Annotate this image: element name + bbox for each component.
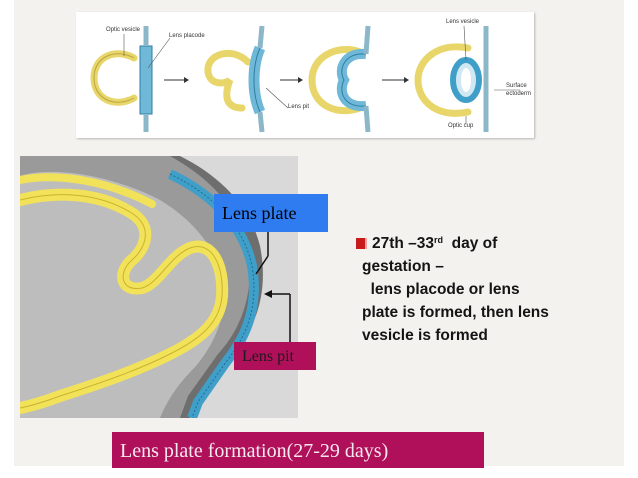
stage-lens-pit bbox=[308, 25, 371, 133]
stage-lens-placode bbox=[204, 25, 266, 133]
figure-caption: Lens plate formation(27-29 days) bbox=[112, 432, 484, 468]
slide-margin-left bbox=[0, 0, 14, 478]
label-lens-vesicle: Lens vesicle bbox=[446, 19, 480, 25]
label-optic-cup: Optic cup bbox=[448, 123, 474, 129]
bullet-line-1-text-end: day of bbox=[443, 235, 498, 252]
bullet-line-2: gestation – bbox=[362, 258, 444, 275]
bullet-line-1: 27th –33rd day of bbox=[372, 232, 497, 255]
bullet-marker-icon bbox=[356, 238, 367, 249]
lens-plate-label: Lens plate bbox=[214, 194, 328, 232]
lens-development-stages-drawing bbox=[90, 25, 520, 133]
arrow-2-head bbox=[298, 77, 303, 83]
label-surface: Surface bbox=[506, 83, 527, 89]
bullet-line-5: vesicle is formed bbox=[362, 327, 488, 344]
slide-margin-bottom bbox=[0, 466, 638, 478]
slide-margin-right bbox=[624, 0, 638, 478]
bullet-line-4: plate is formed, then lens bbox=[362, 304, 549, 321]
bullet-line-3: lens placode or lens bbox=[362, 281, 520, 298]
stage-optic-vesicle bbox=[90, 26, 153, 132]
label-optic-vesicle: Optic vesicle bbox=[106, 27, 141, 33]
bullet-line-1-text: 27th –33 bbox=[372, 235, 435, 252]
lens-development-stages-figure: Optic vesicle Lens placode Lens pit Lens… bbox=[76, 12, 534, 138]
lens-pit-label: Lens pit bbox=[234, 342, 316, 370]
stage-lens-vesicle bbox=[414, 26, 489, 132]
arrow-1-head bbox=[184, 77, 189, 83]
figure-leader-lines bbox=[123, 25, 520, 124]
bullet-line-1-superscript: rd bbox=[434, 235, 444, 245]
label-ectoderm: ectoderm bbox=[506, 91, 532, 97]
label-lens-pit-small: Lens pit bbox=[288, 104, 310, 110]
label-lens-placode: Lens placode bbox=[169, 33, 205, 39]
arrow-3-head bbox=[404, 77, 409, 83]
